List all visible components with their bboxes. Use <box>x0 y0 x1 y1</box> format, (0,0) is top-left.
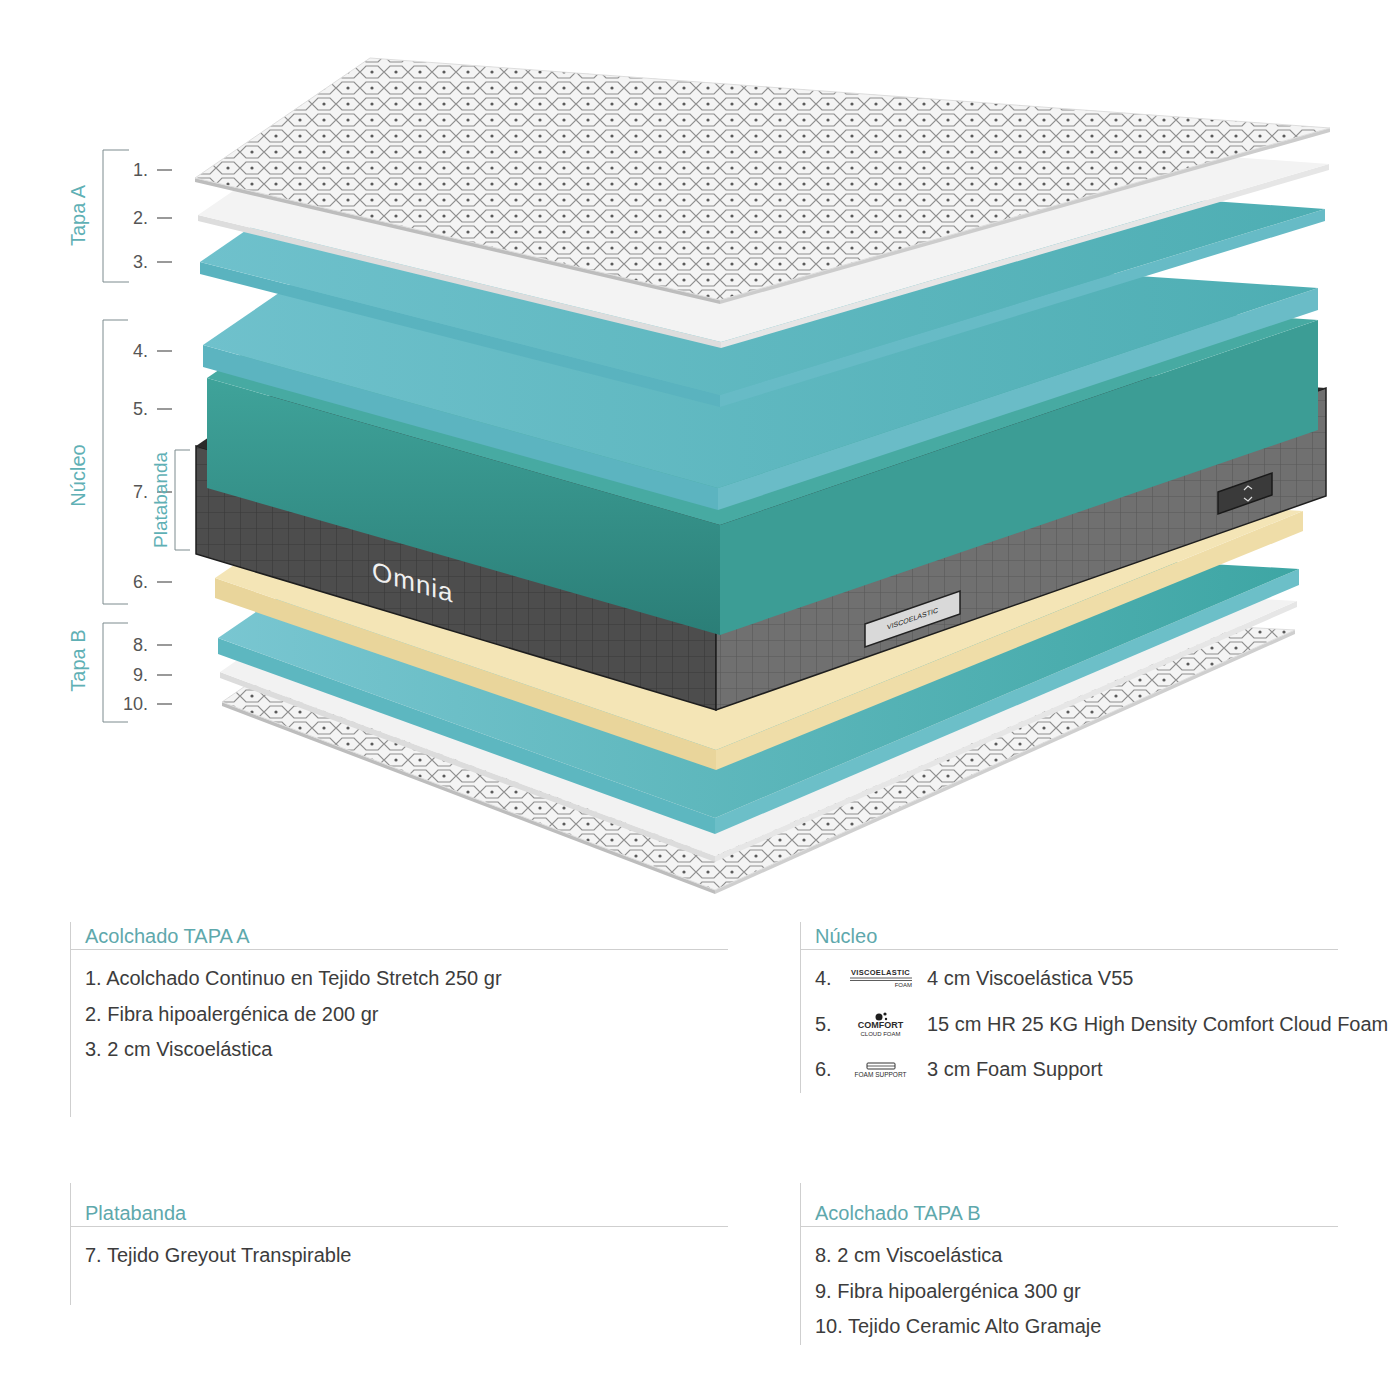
spec-row: 5.COMFORTCLOUD FOAM15 cm HR 25 KG High D… <box>815 1002 1395 1048</box>
material-logo: VISCOELASTIC FOAM <box>843 959 918 999</box>
support-logo-icon <box>864 1061 898 1071</box>
item-list: 7. Tejido Greyout Transpirable <box>71 1227 728 1274</box>
comfort-logo-icon <box>866 1011 896 1021</box>
section-heading: Acolchado TAPA A <box>71 922 728 950</box>
row-list: 4. VISCOELASTIC FOAM 4 cm Viscoelástica V55… <box>801 950 1395 1093</box>
callout-number: 10. <box>123 694 148 715</box>
spec-text: 7. Tejido Greyout Transpirable <box>85 1238 351 1274</box>
item-list: 1. Acolchado Continuo en Tejido Stretch … <box>71 950 728 1068</box>
spec-text: 4 cm Viscoelástica V55 <box>927 967 1133 990</box>
spec-text: 15 cm HR 25 KG High Density Comfort Clou… <box>927 1013 1388 1036</box>
spec-text: 3 cm Foam Support <box>927 1058 1103 1081</box>
item-number: 4. <box>815 967 843 990</box>
section-panel: Platabanda 7. Tejido Greyout Transpirable <box>70 1183 728 1305</box>
spec-text: 3. 2 cm Viscoelástica <box>85 1032 273 1068</box>
spec-text: 8. 2 cm Viscoelástica <box>815 1238 1003 1274</box>
callout-number: 3. <box>133 252 148 273</box>
spec-text: 10. Tejido Ceramic Alto Gramaje <box>815 1309 1101 1345</box>
bracket <box>103 150 190 722</box>
bracket-label: Núcleo <box>67 444 90 506</box>
logo-text: FOAM SUPPORT <box>855 1071 907 1078</box>
section-panel: Acolchado TAPA B8. 2 cm Viscoelástica9. … <box>800 1183 1395 1345</box>
bracket-label: Tapa A <box>67 184 90 245</box>
visco-logo-icon <box>850 977 912 982</box>
bracket-label: Platabanda <box>150 452 172 548</box>
item-number: 6. <box>815 1058 843 1081</box>
spec-text: 1. Acolchado Continuo en Tejido Stretch … <box>85 961 502 997</box>
section-panel: Acolchado TAPA A 1. Acolchado Continuo en… <box>70 922 728 1117</box>
callout-number: 2. <box>133 208 148 229</box>
layer-1 <box>195 58 1330 304</box>
spec-row: 4. VISCOELASTIC FOAM 4 cm Viscoelástica V55 <box>815 956 1395 1002</box>
callout-number: 8. <box>133 635 148 656</box>
logo-text: VISCOELASTIC <box>851 969 910 977</box>
item-number: 5. <box>815 1013 843 1036</box>
spec-row: 6. FOAM SUPPORT 3 cm Foam Support <box>815 1047 1395 1093</box>
callout-number: 1. <box>133 160 148 181</box>
callout-dash <box>157 170 172 704</box>
section-heading: Acolchado TAPA B <box>801 1199 1338 1227</box>
material-logo: FOAM SUPPORT <box>843 1050 918 1090</box>
section-panel: Núcleo 4. VISCOELASTIC FOAM 4 cm Viscoelásti… <box>800 922 1395 1093</box>
callout-number: 5. <box>133 399 148 420</box>
bracket-label: Tapa B <box>67 629 90 691</box>
callout-number: 9. <box>133 665 148 686</box>
item-list: 8. 2 cm Viscoelástica9. Fibra hipoalergé… <box>801 1227 1395 1345</box>
logo-text: FOAM <box>895 982 912 989</box>
spec-text: 9. Fibra hipoalergénica 300 gr <box>815 1274 1081 1310</box>
logo-text: COMFORT <box>858 1021 904 1031</box>
callout-number: 7. <box>133 482 148 503</box>
section-heading: Núcleo <box>801 922 1338 950</box>
callout-number: 6. <box>133 572 148 593</box>
callout-number: 4. <box>133 341 148 362</box>
material-logo: COMFORTCLOUD FOAM <box>843 1004 918 1044</box>
logo-text: CLOUD FOAM <box>860 1031 900 1038</box>
section-heading: Platabanda <box>71 1199 728 1227</box>
spec-text: 2. Fibra hipoalergénica de 200 gr <box>85 997 379 1033</box>
